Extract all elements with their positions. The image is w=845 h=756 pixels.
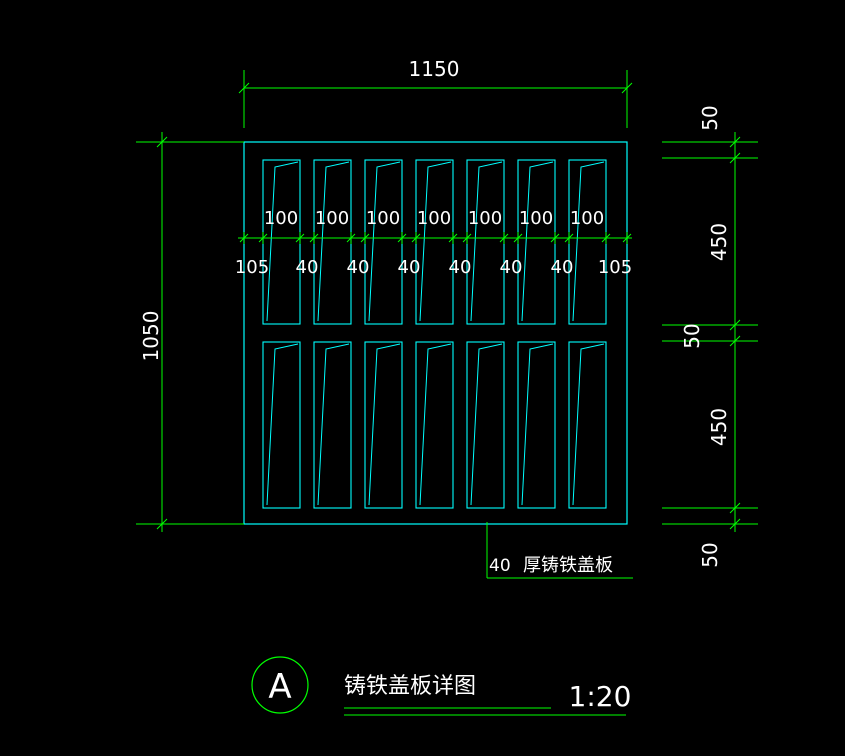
chain-tick <box>513 232 523 244</box>
dimension-right-labels: 50 450 50 450 50 <box>680 105 731 567</box>
slot-width-label: 100 <box>519 208 553 229</box>
slot <box>262 341 301 509</box>
slot <box>415 341 454 509</box>
dimension-top <box>238 70 633 128</box>
chain-tick <box>499 232 509 244</box>
dimension-right <box>662 132 758 532</box>
dimension-chain-labels: 100 100 100 100 100 100 100 105 40 40 40 40 40 40 105 <box>235 208 632 278</box>
chain-tick <box>448 232 458 244</box>
gap-label: 105 <box>598 257 632 278</box>
slot <box>517 341 556 509</box>
chain-tick <box>564 232 574 244</box>
dimension-left-label: 1050 <box>139 311 163 362</box>
slot <box>364 159 403 325</box>
gap-label: 40 <box>449 257 472 278</box>
chain-tick <box>601 232 611 244</box>
slot-width-label: 100 <box>315 208 349 229</box>
title-symbol: A <box>268 667 291 707</box>
title-symbol-circle <box>251 656 309 714</box>
note-label: 厚铸铁盖板 <box>523 555 613 576</box>
gap-label: 40 <box>500 257 523 278</box>
plate-outline <box>243 141 628 525</box>
gap-label: 40 <box>296 257 319 278</box>
right-tick <box>662 152 758 164</box>
title-underlines <box>344 707 626 716</box>
chain-tick <box>411 232 421 244</box>
chain-tick <box>622 232 632 244</box>
gap-label: 40 <box>551 257 574 278</box>
slot-width-label: 100 <box>570 208 604 229</box>
slot <box>568 159 607 325</box>
chain-tick <box>550 232 560 244</box>
slot-width-label: 100 <box>264 208 298 229</box>
chain-tick <box>462 232 472 244</box>
chain-tick <box>239 232 249 244</box>
right-dimension-label: 50 <box>698 105 722 130</box>
title-text: 铸铁盖板详图 <box>344 674 476 699</box>
slot <box>364 341 403 509</box>
chain-tick <box>258 232 268 244</box>
chain-tick <box>309 232 319 244</box>
slot <box>568 341 607 509</box>
chain-tick <box>346 232 356 244</box>
note-thickness: 40 <box>489 556 511 576</box>
slot <box>262 159 301 325</box>
slot <box>313 341 352 509</box>
chain-tick <box>360 232 370 244</box>
slot <box>415 159 454 325</box>
gap-label: 40 <box>398 257 421 278</box>
leader-note <box>486 522 633 579</box>
slot-width-label: 100 <box>366 208 400 229</box>
dimension-left <box>136 132 244 532</box>
dimension-top-label: 1150 <box>409 57 460 81</box>
slot <box>517 159 556 325</box>
gap-label: 105 <box>235 257 269 278</box>
right-dimension-label: 450 <box>707 223 731 261</box>
right-dimension-label: 50 <box>698 542 722 567</box>
slot-width-label: 100 <box>417 208 451 229</box>
right-tick <box>662 518 758 530</box>
slot <box>466 159 505 325</box>
slot <box>313 159 352 325</box>
right-tick <box>662 136 758 148</box>
title-scale: 1:20 <box>569 680 632 713</box>
right-tick <box>662 502 758 514</box>
slot <box>466 341 505 509</box>
right-dimension-label: 50 <box>680 323 704 348</box>
right-dimension-label: 450 <box>707 408 731 446</box>
chain-tick <box>295 232 305 244</box>
gap-label: 40 <box>347 257 370 278</box>
slot-width-label: 100 <box>468 208 502 229</box>
chain-tick <box>397 232 407 244</box>
right-tick <box>662 319 758 331</box>
dimension-chain <box>238 232 632 244</box>
right-tick <box>662 335 758 347</box>
